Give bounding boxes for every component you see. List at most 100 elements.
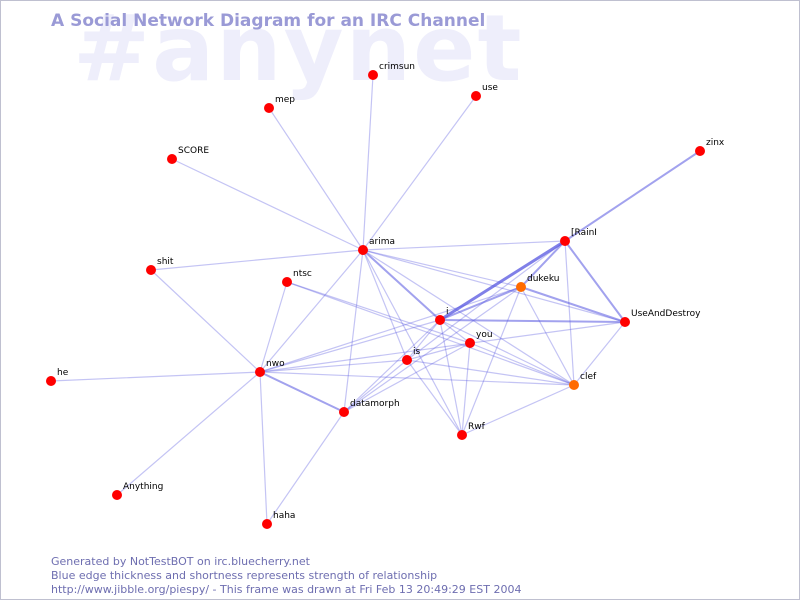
node-dot-arima — [358, 245, 368, 255]
node-dot-zinx — [695, 146, 705, 156]
edge-i-is — [406, 319, 441, 361]
node-he: he — [46, 368, 69, 386]
edge-dukeku-UseAndDestroy — [520, 286, 626, 323]
node-nwo: nwo — [255, 359, 285, 377]
edge-ntsc-nwo — [259, 281, 288, 373]
edge-he-nwo — [50, 371, 261, 382]
edge-arima-i — [362, 249, 441, 321]
edge-i-UseAndDestroy — [439, 319, 626, 323]
node-dot-mep — [264, 103, 274, 113]
edge-dukeku-nwo — [259, 286, 522, 373]
node-dot-ntsc — [282, 277, 292, 287]
footer-generator-line: Generated by NotTestBOT on irc.bluecherr… — [51, 555, 310, 568]
edge-i-clef — [439, 319, 575, 386]
node-Anything: Anything — [112, 482, 163, 500]
node-i: i — [435, 307, 449, 325]
node-dot-datamorph — [339, 407, 349, 417]
diagram-title: A Social Network Diagram for an IRC Chan… — [51, 11, 486, 31]
edges-layer — [50, 74, 701, 525]
edge-arima-shit — [150, 249, 364, 271]
node-label-nwo: nwo — [266, 359, 285, 369]
channel-watermark: #anynet — [73, 0, 524, 102]
node-label-use: use — [482, 83, 498, 93]
edge-arima-clef — [362, 249, 575, 386]
node-label-mep: mep — [275, 95, 295, 105]
node-dot-is — [402, 355, 412, 365]
edge-is-Rwf — [406, 359, 463, 436]
edge-dukeku-clef — [520, 286, 575, 386]
footer: Generated by NotTestBOT on irc.bluecherr… — [51, 555, 521, 597]
edge-zinx-RainI — [564, 150, 701, 242]
edge-dukeku-datamorph — [343, 286, 522, 413]
edge-dukeku-Rwf — [461, 286, 522, 436]
edge-arima-use — [362, 95, 477, 251]
node-label-Rwf: Rwf — [468, 422, 486, 432]
edge-nwo-haha — [259, 371, 268, 525]
edge-i-you — [439, 319, 471, 344]
node-label-crimsun: crimsun — [379, 62, 415, 72]
node-label-UseAndDestroy: UseAndDestroy — [631, 309, 701, 319]
edge-arima-RainI — [362, 240, 566, 251]
edge-you-is — [406, 342, 471, 361]
node-datamorph: datamorph — [339, 399, 400, 417]
edge-arima-crimsun — [362, 74, 374, 251]
edge-ntsc-clef — [286, 281, 575, 386]
edge-arima-Rwf — [362, 249, 463, 436]
edge-RainI-UseAndDestroy — [564, 240, 626, 323]
node-dot-dukeku — [516, 282, 526, 292]
node-Rwf: Rwf — [457, 422, 486, 440]
edge-is-datamorph — [343, 359, 408, 413]
node-is: is — [402, 347, 421, 365]
edge-arima-is — [362, 249, 408, 361]
node-label-arima: arima — [369, 237, 395, 247]
edge-is-nwo — [259, 359, 408, 373]
node-mep: mep — [264, 95, 295, 113]
edge-RainI-clef — [564, 240, 575, 386]
node-dot-RainI — [560, 236, 570, 246]
node-use: use — [471, 83, 498, 101]
node-dot-haha — [262, 519, 272, 529]
node-RainI: [RainI — [560, 228, 597, 246]
edge-nwo-clef — [259, 371, 575, 386]
edge-UseAndDestroy-nwo — [259, 321, 626, 373]
node-shit: shit — [146, 257, 174, 275]
edge-arima-SCORE — [171, 158, 364, 251]
edge-UseAndDestroy-clef — [573, 321, 626, 386]
node-label-Anything: Anything — [123, 482, 163, 492]
node-label-datamorph: datamorph — [350, 399, 400, 409]
edge-i-nwo — [259, 319, 441, 373]
node-zinx: zinx — [695, 138, 725, 156]
node-dot-i — [435, 315, 445, 325]
node-UseAndDestroy: UseAndDestroy — [620, 309, 701, 327]
node-label-haha: haha — [273, 511, 295, 521]
node-label-ntsc: ntsc — [293, 269, 312, 279]
node-dot-he — [46, 376, 56, 386]
node-label-RainI: [RainI — [571, 228, 597, 238]
edge-nwo-Anything — [116, 371, 261, 496]
edge-arima-nwo — [259, 249, 364, 373]
edge-shit-nwo — [150, 269, 261, 373]
footer-url-line: http://www.jibble.org/piespy/ - This fra… — [51, 583, 522, 596]
node-haha: haha — [262, 511, 295, 529]
node-label-is: is — [413, 347, 421, 357]
node-label-zinx: zinx — [706, 138, 725, 148]
edge-i-Rwf — [439, 319, 463, 436]
edge-arima-datamorph — [343, 249, 364, 413]
node-label-clef: clef — [580, 372, 597, 382]
node-label-dukeku: dukeku — [527, 274, 559, 284]
edge-you-Rwf — [461, 342, 471, 436]
edge-Rwf-clef — [461, 384, 575, 436]
node-dot-SCORE — [167, 154, 177, 164]
node-crimsun: crimsun — [368, 62, 415, 80]
footer-legend-line: Blue edge thickness and shortness repres… — [51, 569, 438, 582]
edge-RainI-dukeku — [520, 240, 566, 288]
node-dot-Anything — [112, 490, 122, 500]
node-SCORE: SCORE — [167, 146, 209, 164]
node-dukeku: dukeku — [516, 274, 559, 292]
edge-dukeku-i — [439, 286, 522, 321]
node-arima: arima — [358, 237, 395, 255]
node-label-shit: shit — [157, 257, 174, 267]
